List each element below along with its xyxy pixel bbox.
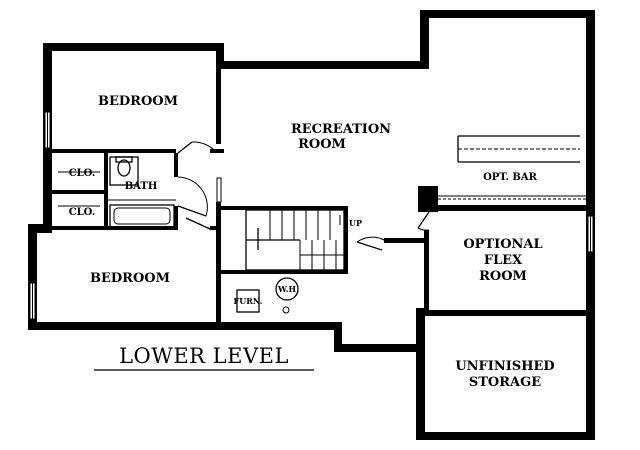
furnace-symbol <box>236 289 260 313</box>
storage-label-1: UNFINISHED <box>455 359 554 374</box>
windows <box>29 111 594 320</box>
interior-walls <box>52 69 595 330</box>
doors <box>177 141 430 251</box>
flex-label-3: ROOM <box>479 269 527 284</box>
opt-bar-label: OPT. BAR <box>483 172 538 183</box>
furnace-label: FURN. <box>234 296 263 306</box>
water-heater-symbol <box>275 277 299 301</box>
closet-bottom-label: CLO. <box>69 207 96 218</box>
recreation-label-1: RECREATION <box>291 122 391 137</box>
stairs <box>245 209 345 271</box>
flex-label-2: FLEX <box>484 253 523 268</box>
bedroom-top-label: BEDROOM <box>98 94 178 109</box>
closet-top-label: CLO. <box>69 168 96 179</box>
storage-label-2: STORAGE <box>469 375 541 390</box>
bath-label: BATH <box>125 181 158 192</box>
plan-title: LOWER LEVEL <box>119 344 289 368</box>
flex-label-1: OPTIONAL <box>463 237 542 252</box>
opt-bar-counter <box>438 135 586 200</box>
plan-title-group: LOWER LEVEL <box>94 344 314 371</box>
room-labels: BEDROOM BEDROOM CLO. CLO. BATH RECREATIO… <box>69 94 555 390</box>
mechanical <box>236 277 299 314</box>
stairs-up-label: UP <box>349 218 362 228</box>
water-heater-label: W.H <box>277 284 297 294</box>
bedroom-bottom-label: BEDROOM <box>90 271 170 286</box>
bath-fixtures <box>58 156 176 228</box>
recreation-label-2: ROOM <box>298 137 346 152</box>
